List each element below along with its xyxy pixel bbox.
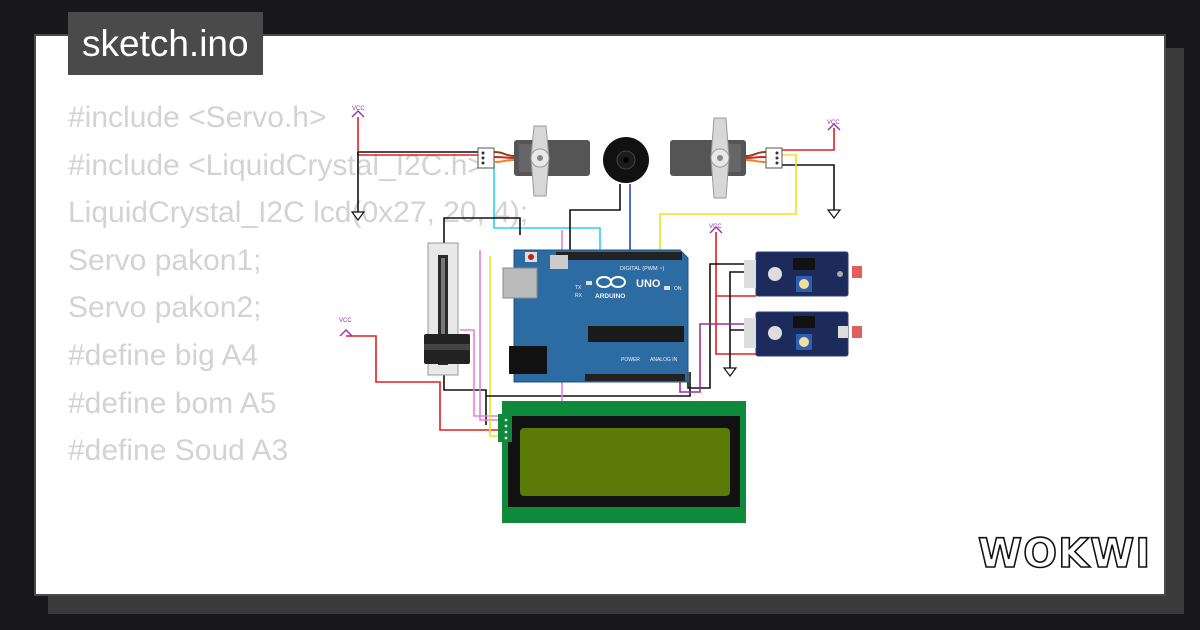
slide-potentiometer: [424, 242, 470, 376]
lcd-display: [498, 401, 746, 523]
code-line: #include <Servo.h>: [68, 101, 327, 134]
code-preview: #include <Servo.h> #include <LiquidCrysta…: [68, 94, 528, 475]
svg-text:POWER: POWER: [621, 357, 640, 363]
ground-symbol: [350, 211, 366, 221]
wire-power: [357, 117, 478, 156]
svg-text:VCC: VCC: [352, 106, 365, 112]
code-line: Servo pakon1;: [68, 243, 262, 277]
vcc-symbol: VCC: [709, 224, 723, 234]
code-line: #define big A4: [68, 338, 259, 372]
ground-symbol: [826, 209, 842, 219]
wire-signal: [679, 323, 756, 393]
servo-motor-left: [477, 125, 590, 197]
svg-text:WOKWI: WOKWI: [978, 531, 1148, 575]
ground-symbol: [722, 367, 738, 377]
wire-signal: [489, 256, 502, 437]
wire-ground: [443, 217, 521, 243]
svg-text:ARDUINO: ARDUINO: [595, 293, 625, 300]
wire-ground: [443, 375, 487, 425]
wokwi-logo: WOKWI: [977, 530, 1148, 575]
wire-signal: [659, 154, 797, 252]
wire-ground: [569, 184, 621, 252]
wire-ground: [782, 164, 835, 210]
wire-ground: [687, 263, 756, 389]
vcc-symbol: VCC: [339, 318, 353, 337]
code-line: #include <LiquidCrystal_I2C.h>: [68, 148, 485, 182]
arduino-logo-icon: [596, 276, 626, 288]
wire-signal: [479, 250, 502, 421]
servo-motor-right: [670, 117, 783, 199]
digital-header: [556, 252, 682, 260]
svg-text:ANALOG IN: ANALOG IN: [650, 357, 678, 363]
vcc-symbol: VCC: [351, 106, 365, 118]
arduino-uno-board: DIGITAL (PWM ~) UNO ARDUINO TX RX ON POW…: [502, 249, 689, 383]
code-line: LiquidCrystal_I2C lcd(0x27, 20, 4);: [68, 196, 529, 230]
wire-signal: [460, 329, 502, 417]
svg-text:TX: TX: [575, 285, 582, 291]
sensor-module-bottom: [744, 311, 862, 357]
vcc-symbol: VCC: [827, 120, 841, 131]
code-line: #define bom A5: [68, 386, 277, 420]
power-jack: [509, 346, 547, 374]
power-analog-header: [585, 374, 685, 381]
microcontroller-chip: [588, 326, 684, 342]
svg-text:UNO: UNO: [636, 278, 661, 290]
usb-port: [502, 267, 538, 299]
svg-text:ON: ON: [674, 286, 682, 292]
buzzer: [603, 137, 649, 183]
sensor-module-top: [744, 251, 862, 297]
wire-ground: [486, 372, 691, 397]
svg-text:VCC: VCC: [339, 318, 352, 324]
svg-text:DIGITAL (PWM ~): DIGITAL (PWM ~): [620, 266, 664, 272]
wire-power: [782, 128, 835, 151]
code-line: Servo pakon2;: [68, 291, 262, 325]
svg-text:RX: RX: [575, 293, 583, 299]
reset-button-icon: [528, 254, 534, 260]
svg-text:VCC: VCC: [709, 224, 722, 230]
code-line: #define Soud A3: [68, 434, 289, 468]
wire-power: [715, 296, 756, 355]
sketch-filename-tab: sketch.ino: [68, 12, 263, 75]
wire-power: [346, 335, 502, 431]
svg-text:VCC: VCC: [827, 120, 840, 126]
